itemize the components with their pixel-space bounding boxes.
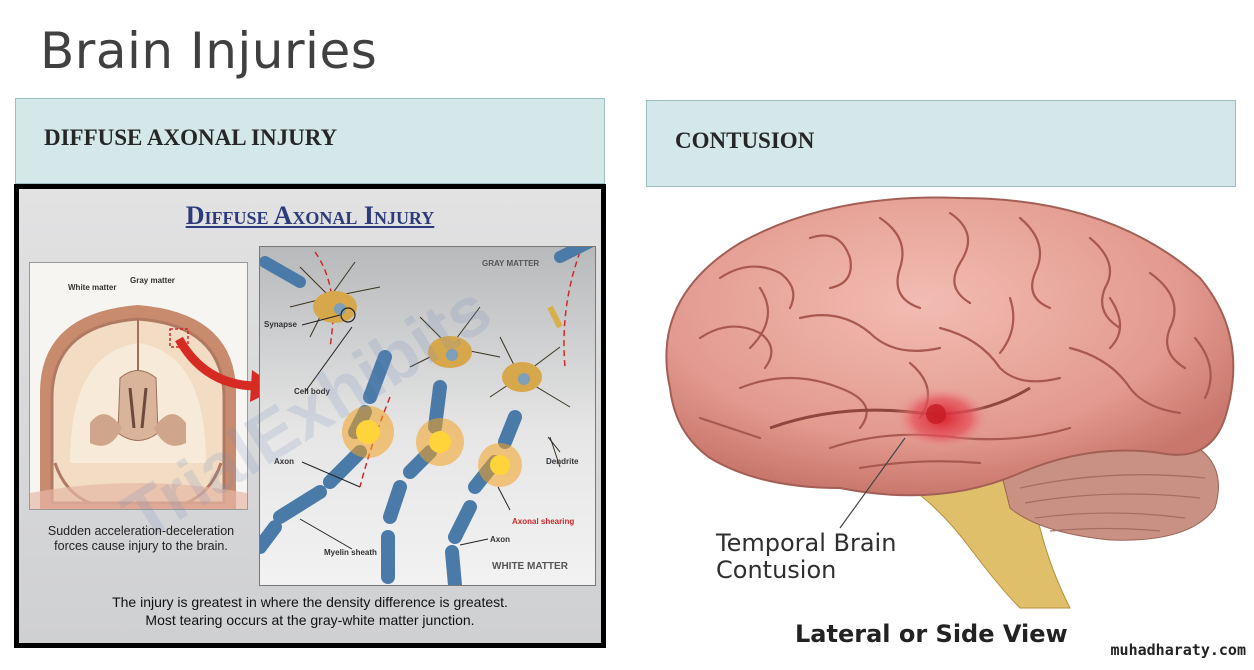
contusion-header: CONTUSION xyxy=(646,100,1236,187)
neuron-illustration xyxy=(253,236,596,592)
contusion-figure xyxy=(640,188,1254,665)
synapse-label: Synapse xyxy=(264,320,297,329)
neuron-detail-view: GRAY MATTER Synapse Cell body Axon Dendr… xyxy=(253,236,596,592)
cell-body-label: Cell body xyxy=(294,387,331,396)
axon-label: Axon xyxy=(274,457,294,466)
density-caption-line-1: The injury is greatest in where the dens… xyxy=(112,594,508,610)
contusion-header-text: CONTUSION xyxy=(675,128,815,153)
white-matter-label: White matter xyxy=(68,283,117,292)
dendrite-label: Dendrite xyxy=(546,457,579,466)
diffuse-axonal-injury-header: DIFFUSE AXONAL INJURY xyxy=(15,98,605,184)
density-caption-line-2: Most tearing occurs at the gray-white ma… xyxy=(145,612,475,628)
temporal-contusion-label-line-2: Contusion xyxy=(716,556,837,584)
axon-label-2: Axon xyxy=(490,535,510,544)
diffuse-axonal-injury-figure: Diffuse Axonal Injury White matter Gray … xyxy=(14,184,606,648)
temporal-contusion-label: Temporal Brain Contusion xyxy=(716,530,896,584)
figure-title: Diffuse Axonal Injury xyxy=(185,201,435,230)
gray-matter-caps-label: GRAY MATTER xyxy=(482,259,540,268)
axonal-shearing-label: Axonal shearing xyxy=(512,517,575,526)
acceleration-caption: Sudden acceleration-deceleration forces … xyxy=(47,524,235,553)
gray-matter-label: Gray matter xyxy=(130,276,175,285)
lateral-brain-illustration xyxy=(665,196,1235,609)
diffuse-axonal-injury-header-text: DIFFUSE AXONAL INJURY xyxy=(44,125,338,150)
slide-title: Brain Injuries xyxy=(40,22,378,80)
site-credit: muhadharaty.com xyxy=(1110,641,1246,659)
white-matter-caps-label: WHITE MATTER xyxy=(492,561,568,572)
figure-inner: Diffuse Axonal Injury White matter Gray … xyxy=(19,189,601,643)
density-caption: The injury is greatest in where the dens… xyxy=(19,593,601,629)
lateral-view-label: Lateral or Side View xyxy=(795,620,1068,648)
temporal-contusion-label-line-1: Temporal Brain xyxy=(716,529,897,557)
myelin-sheath-label: Myelin sheath xyxy=(324,548,377,557)
